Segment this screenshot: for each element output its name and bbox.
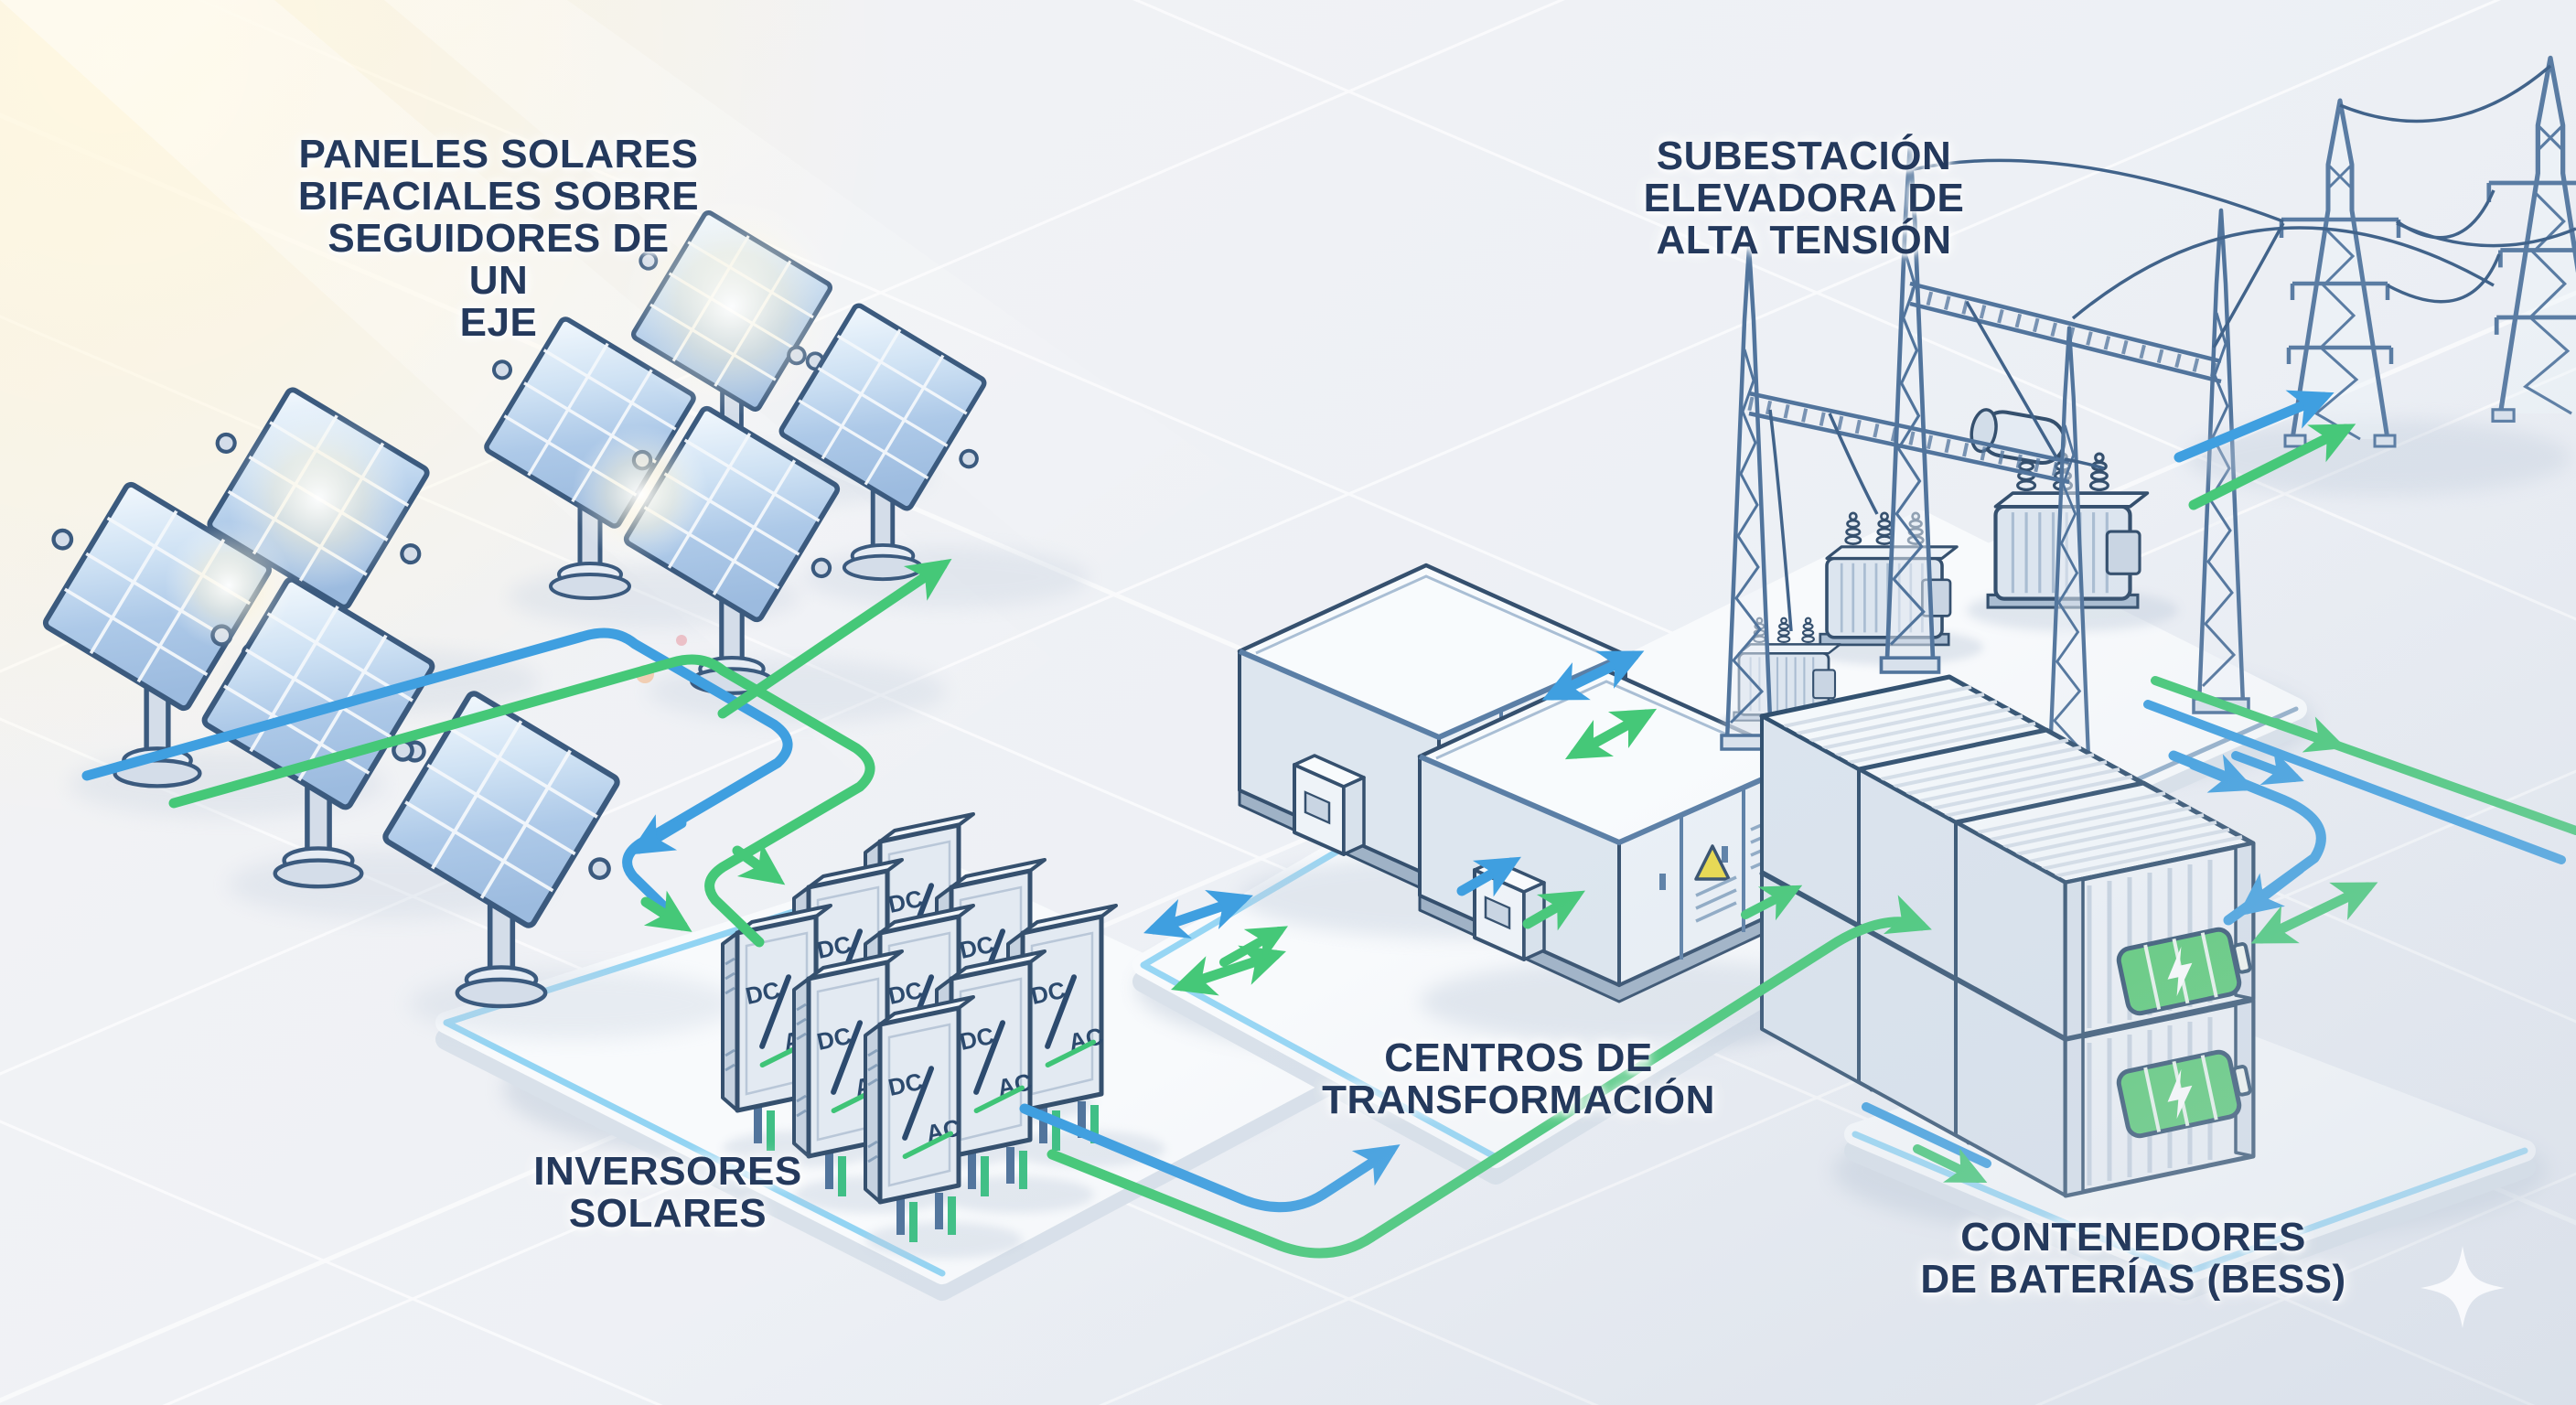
- label-line: DE BATERÍAS (BESS): [1920, 1257, 2346, 1302]
- label-line: SOLARES: [568, 1191, 767, 1236]
- label-inverters: INVERSORES SOLARES: [485, 1151, 851, 1235]
- label-line: SUBESTACIÓN: [1656, 134, 1952, 178]
- label-line: ELEVADORA DE: [1643, 176, 1965, 220]
- label-transformer-centers: CENTROS DE TRANSFORMACIÓN: [1262, 1037, 1775, 1121]
- label-substation: SUBESTACIÓN ELEVADORA DE ALTA TENSIÓN: [1607, 135, 2001, 262]
- label-line: INVERSORES: [533, 1149, 802, 1194]
- label-line: CONTENEDORES: [1960, 1215, 2306, 1260]
- label-line: TRANSFORMACIÓN: [1322, 1078, 1715, 1122]
- label-line: SEGUIDORES DE UN: [327, 216, 670, 303]
- label-line: ALTA TENSIÓN: [1656, 218, 1952, 263]
- label-solar-panels: PANELES SOLARES BIFACIALES SOBRE SEGUIDO…: [297, 134, 700, 344]
- sparkle-icon: [2420, 1246, 2505, 1328]
- label-line: PANELES SOLARES: [298, 132, 699, 177]
- label-bess: CONTENEDORES DE BATERÍAS (BESS): [1877, 1217, 2389, 1301]
- label-line: CENTROS DE: [1384, 1035, 1653, 1080]
- label-line: BIFACIALES SOBRE: [297, 174, 700, 219]
- label-line: EJE: [459, 300, 538, 345]
